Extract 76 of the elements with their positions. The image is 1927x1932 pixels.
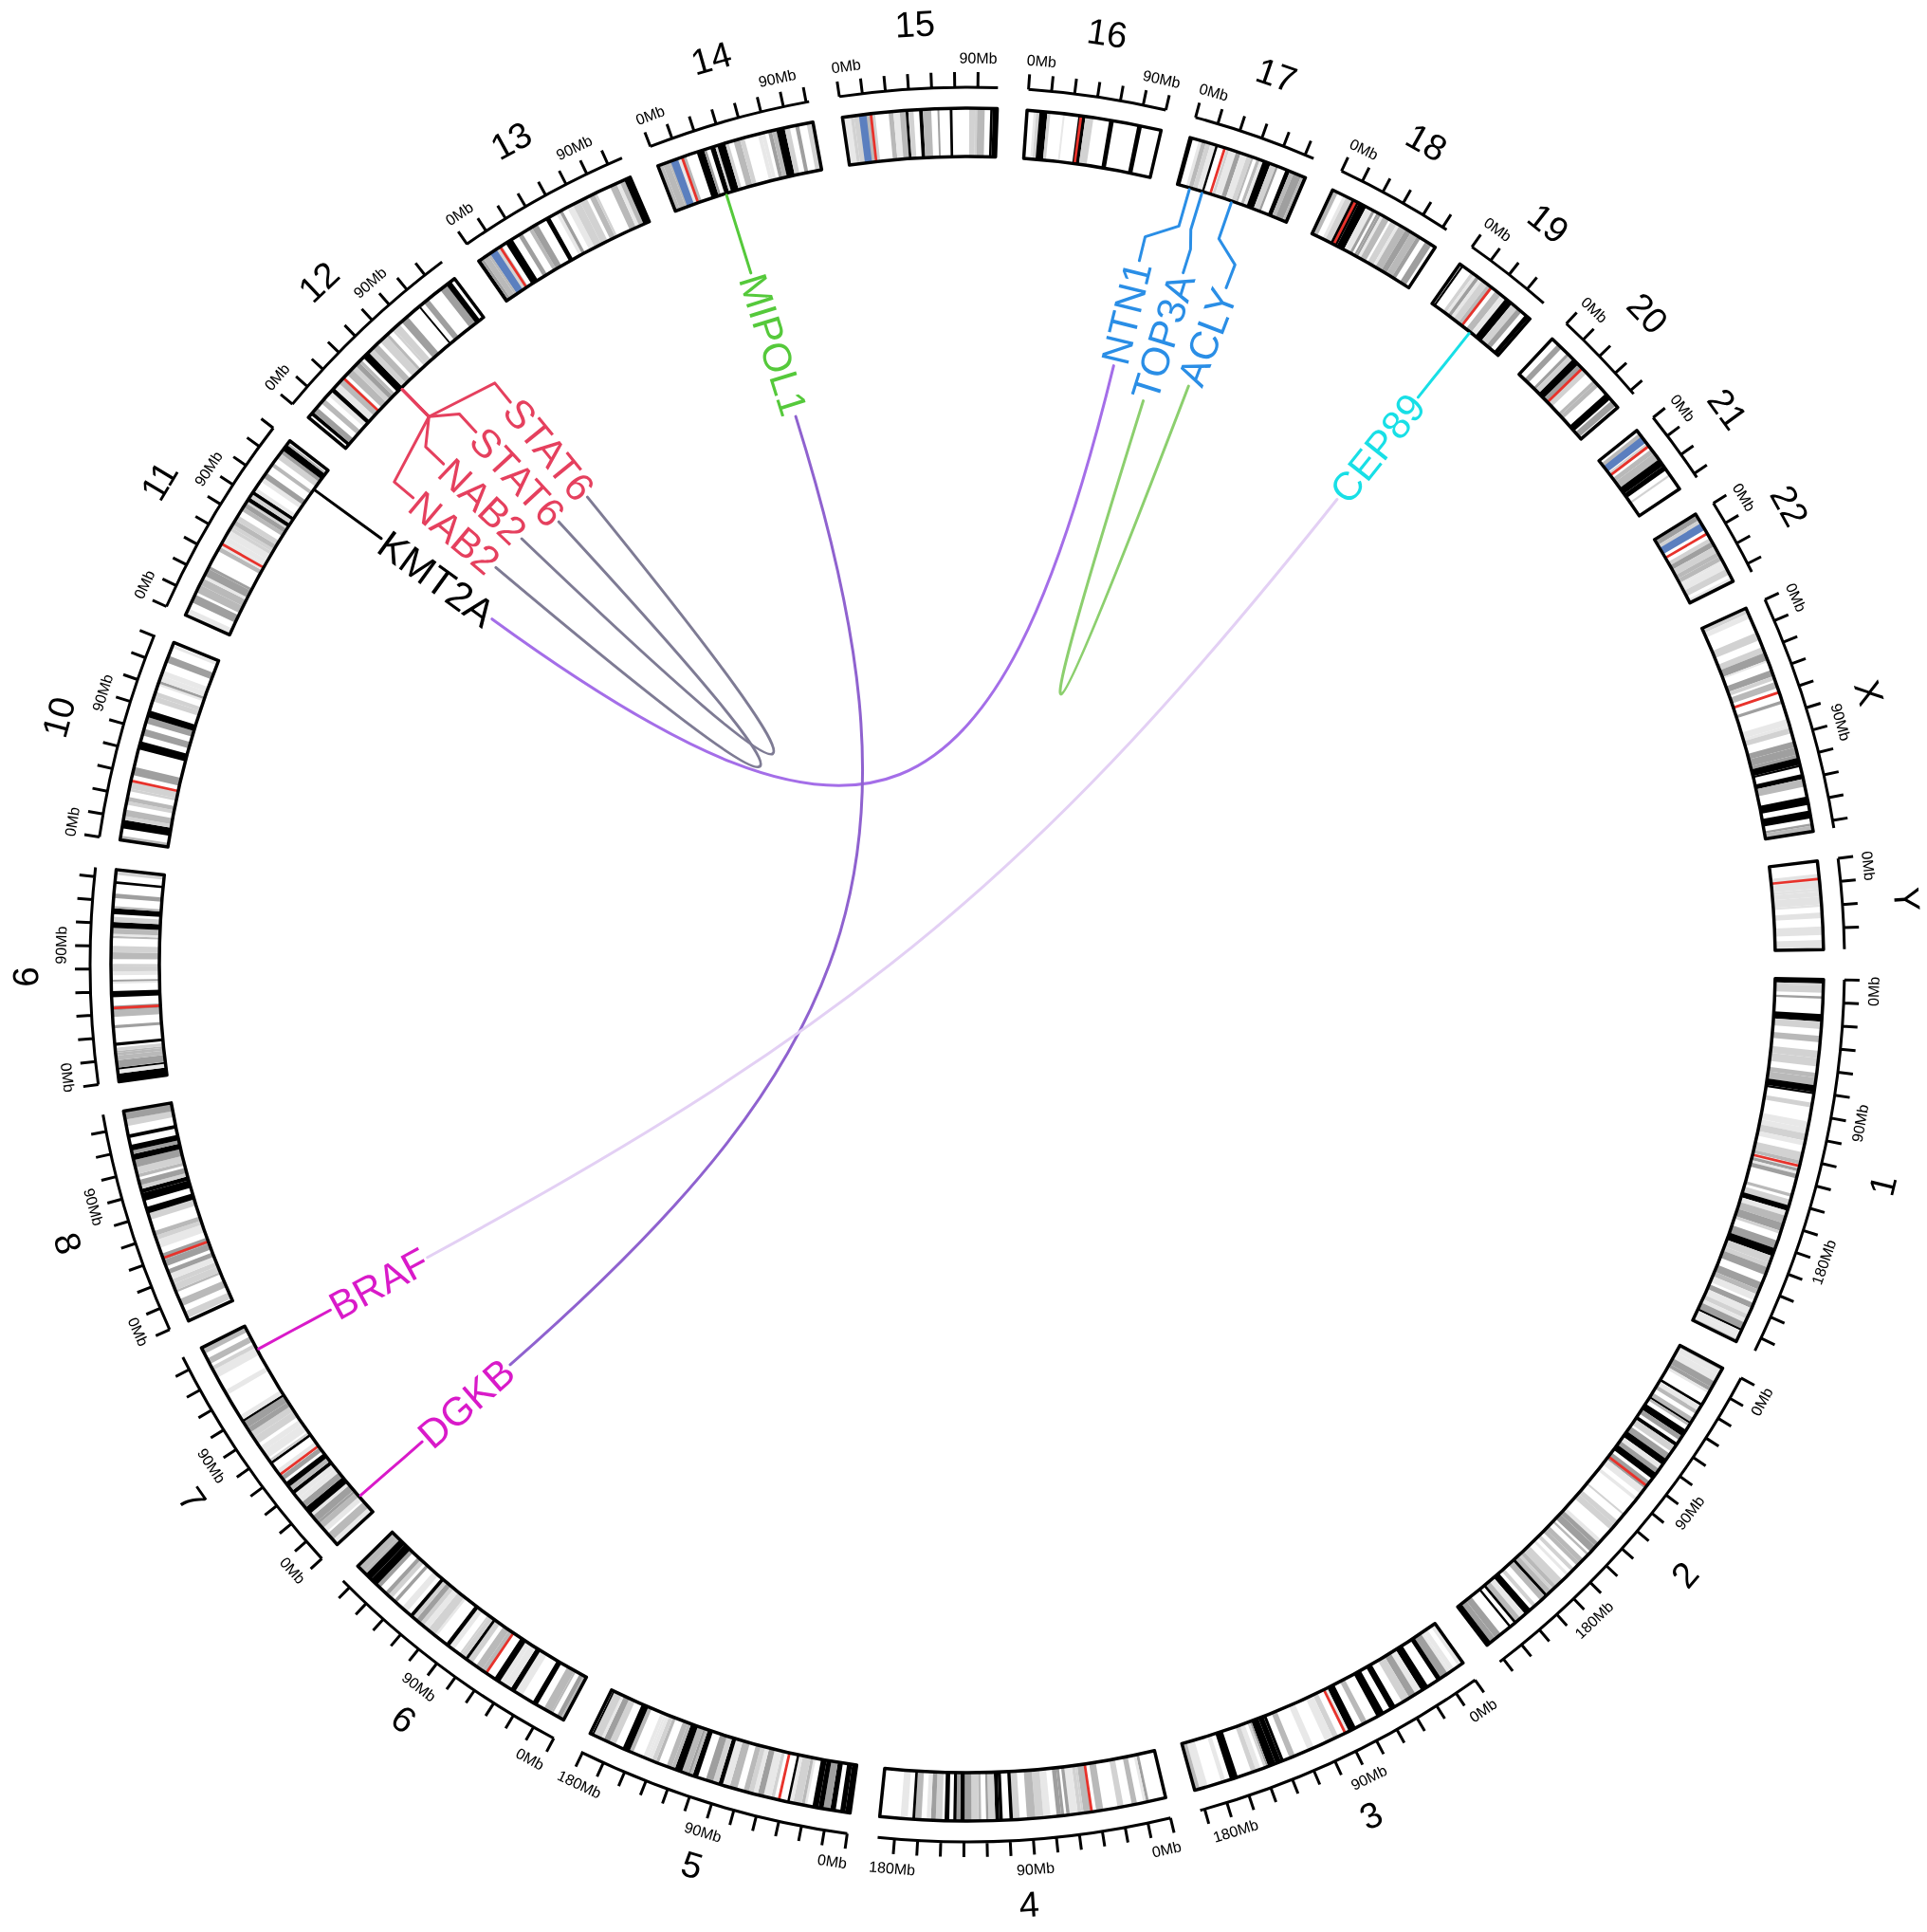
chromosome-number: 2	[1673, 1563, 1700, 1590]
leader-line	[314, 488, 383, 541]
chromosome-number: 18	[1404, 126, 1446, 160]
leader-line	[1182, 192, 1203, 275]
link-curve	[494, 520, 762, 768]
tick-label: 90Mb	[83, 1188, 103, 1225]
tick-label: 0Mb	[1786, 583, 1806, 612]
leader-line	[725, 193, 753, 275]
chromosome-number: 21	[1706, 389, 1745, 432]
tick-label: 0Mb	[1152, 1841, 1182, 1857]
tick-label: 0Mb	[1582, 297, 1606, 322]
link-curve	[508, 414, 865, 1367]
chromosome-number: 14	[692, 42, 732, 75]
tick-label: 0Mb	[128, 1317, 147, 1346]
chromosome-number: X	[1853, 679, 1884, 708]
gene-label: MIPOL1	[739, 273, 806, 417]
tick-label: 90Mb	[685, 1822, 721, 1842]
tick-label: 0Mb	[1027, 54, 1056, 68]
chromosome-number: 7	[179, 1485, 208, 1507]
chromosome-number: 9	[12, 968, 39, 985]
leader-line	[1416, 332, 1471, 399]
tick-label: 90Mb	[1831, 704, 1850, 741]
tick-label: 0Mb	[446, 204, 473, 225]
tick-label: 0Mb	[1200, 83, 1228, 101]
chromosome-number: 1	[1870, 1179, 1898, 1196]
leader-line	[1217, 201, 1237, 289]
tick-label: 90Mb	[556, 137, 593, 160]
tick-label: 0Mb	[1867, 977, 1880, 1006]
tick-label: 0Mb	[832, 59, 861, 73]
tick-label: 0Mb	[1349, 139, 1377, 160]
chromosome-number: 19	[1527, 206, 1568, 242]
tick-label: 90Mb	[960, 52, 997, 64]
chromosome-number: 22	[1770, 486, 1808, 528]
chromosome-number: 3	[1360, 1802, 1383, 1829]
link-curve	[1058, 384, 1190, 696]
chromosome-number: 4	[1019, 1891, 1039, 1917]
leader-line	[358, 1440, 424, 1498]
chromosome-number: 20	[1625, 294, 1666, 332]
chromosome-number: 6	[393, 1707, 415, 1732]
tick-label: 180Mb	[1812, 1241, 1836, 1285]
chromosome-number: 16	[1088, 19, 1127, 48]
chromosome-number: 13	[492, 123, 531, 160]
tick-label: 180Mb	[1214, 1820, 1258, 1843]
tick-label: 90Mb	[759, 69, 796, 87]
chromosome-number: 12	[301, 263, 341, 304]
tick-label: 0Mb	[1484, 218, 1510, 242]
tick-label: 0Mb	[1470, 1701, 1497, 1722]
tick-label: 0Mb	[265, 365, 289, 390]
chromosome-number: 15	[897, 10, 934, 38]
chromosome-number: 17	[1256, 59, 1298, 90]
tick-label: 0Mb	[135, 571, 155, 598]
tick-label: 90Mb	[1143, 70, 1180, 88]
tick-label: 0Mb	[635, 106, 665, 125]
tick-label: 90Mb	[1017, 1862, 1055, 1876]
tick-label: 90Mb	[92, 675, 113, 711]
tick-label: 90Mb	[1852, 1105, 1868, 1142]
tick-label: 90Mb	[55, 927, 67, 964]
tick-label: 180Mb	[870, 1861, 915, 1876]
chromosome-number: 11	[143, 465, 179, 502]
chromosome-number: 5	[681, 1850, 703, 1878]
tick-label: 0Mb	[1862, 852, 1876, 880]
chromosome-number: 8	[55, 1233, 81, 1254]
tick-label: 0Mb	[64, 807, 80, 837]
tick-label: 0Mb	[817, 1854, 847, 1868]
link-curve	[520, 495, 775, 756]
chromosome-number: 10	[44, 698, 74, 738]
tick-label: 0Mb	[61, 1063, 75, 1093]
tick-label: 90Mb	[1350, 1766, 1387, 1790]
tick-label: 0Mb	[516, 1748, 543, 1770]
leader-line	[393, 388, 431, 500]
chromosome-number: Y	[1894, 887, 1920, 911]
tick-label: 0Mb	[1752, 1389, 1772, 1416]
link-curve	[426, 498, 1339, 1260]
link-curve	[490, 364, 1115, 787]
leader-line	[257, 1308, 332, 1351]
leader-line	[1137, 188, 1191, 263]
